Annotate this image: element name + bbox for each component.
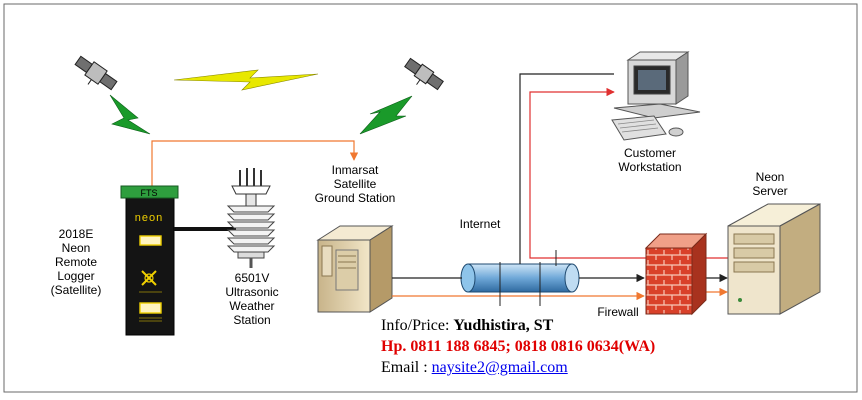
server-label-line-2: Server [752, 184, 788, 198]
logger-tag-label: FTS [141, 188, 158, 198]
bolt-left-downlink-icon [109, 94, 151, 135]
firewall-label: Firewall [597, 305, 639, 319]
ground-label-line-2: Satellite [333, 177, 377, 191]
internet-label: Internet [459, 217, 501, 231]
customer-label-line-1: Customer [623, 146, 676, 160]
workstation-black-path [519, 73, 614, 264]
weather-label-line-1: 6501V [234, 271, 270, 285]
customer-workstation-icon [611, 51, 701, 141]
customer-workstation-label: Customer Workstation [598, 146, 702, 174]
contact-phone-line: Hp. 0811 188 6845; 0818 0816 0634(WA) [381, 338, 656, 355]
neon-server-icon [727, 203, 821, 315]
logger-label-line-2: Neon [61, 241, 91, 255]
weather-station-label: 6501V Ultrasonic Weather Station [212, 271, 292, 327]
satellite-link-path [151, 140, 359, 187]
email-link[interactable]: naysite2@gmail.com [431, 359, 568, 376]
satellite-left-icon [74, 55, 118, 91]
logger-label: 2018E Neon Remote Logger (Satellite) [46, 227, 106, 297]
neon-remote-logger [120, 185, 179, 336]
weather-label-line-3: Weather [229, 299, 275, 313]
satellite-right-icon [404, 57, 444, 91]
internet-pipe-icon [460, 263, 580, 293]
logger-brand-label: neon [135, 212, 163, 224]
email-prefix: Email : [381, 359, 432, 376]
firewall-icon [644, 232, 708, 316]
bolt-right-downlink-icon [359, 95, 413, 135]
logger-label-line-4: Logger [57, 269, 95, 283]
ground-station-label: Inmarsat Satellite Ground Station [300, 163, 410, 205]
info-name: Yudhistira, ST [453, 317, 554, 334]
contact-email-line: Email : naysite2@gmail.com [381, 358, 568, 378]
weather-label-line-2: Ultrasonic [225, 285, 279, 299]
logger-label-line-3: Remote [54, 255, 98, 269]
bolt-between-satellites-icon [173, 69, 319, 91]
logger-label-line-5: (Satellite) [50, 283, 102, 297]
info-prefix: Info/Price: [381, 317, 454, 334]
ground-label-line-1: Inmarsat [331, 163, 379, 177]
neon-server-label: Neon Server [740, 170, 800, 198]
logger-label-line-1: 2018E [58, 227, 94, 241]
weather-station-icon [226, 168, 276, 268]
customer-label-line-2: Workstation [618, 160, 682, 174]
server-label-line-1: Neon [755, 170, 785, 184]
contact-info-line: Info/Price: Yudhistira, ST [381, 316, 553, 336]
ground-station-server-icon [316, 225, 394, 313]
weather-label-line-4: Station [233, 313, 271, 327]
workstation-red-path [529, 87, 728, 259]
ground-label-line-3: Ground Station [314, 191, 396, 205]
diagram-border [3, 3, 858, 393]
